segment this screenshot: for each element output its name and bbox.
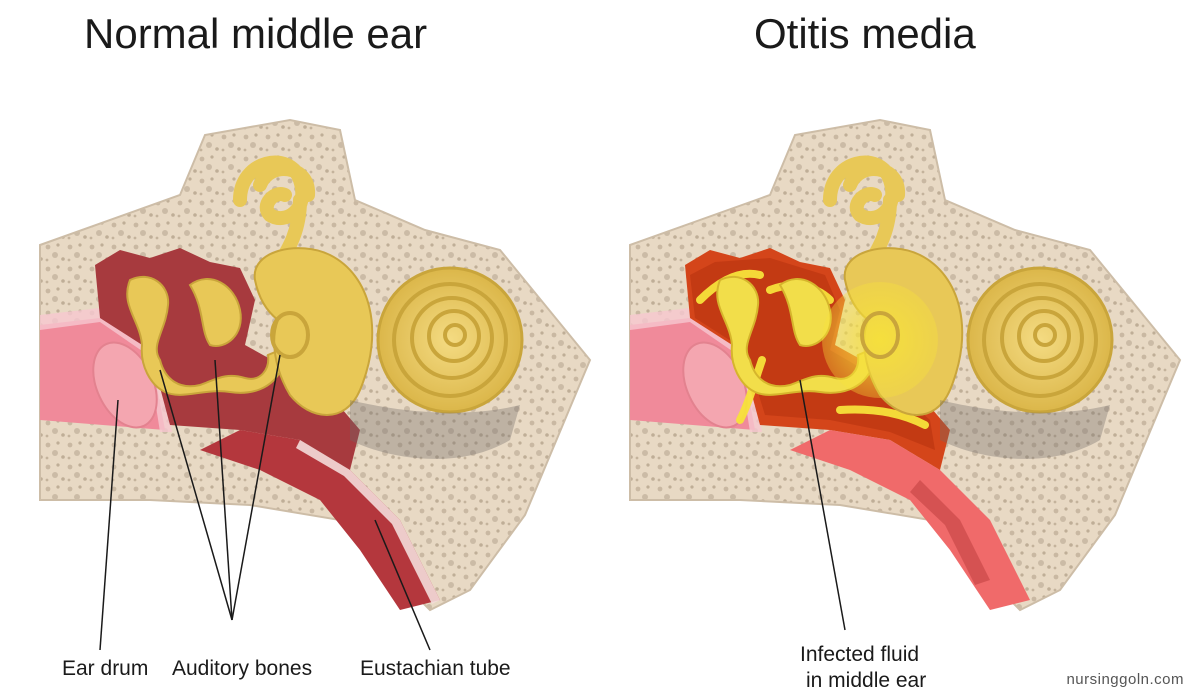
normal-label-pointers [99,354,431,651]
cochlea [376,266,524,414]
auditory-bones-label: Auditory bones [172,657,313,680]
cochlea [966,266,1114,414]
auditory-bones-shape [126,275,284,396]
ear-drum-label: Ear drum [62,657,149,680]
eustachian-tube-label: Eustachian tube [360,657,511,680]
watermark: nursinggoln.com [1066,671,1184,688]
infected-fluid-label-line1: Infected fluid [800,643,920,666]
normal-ear-illustration [39,118,592,612]
otitis-ear-illustration [629,118,1182,631]
infected-fluid-label-line2: in middle ear [806,669,927,692]
fluid-label-pointer [799,379,846,631]
otitis-media-title: Otitis media [754,10,976,57]
eustachian-tube [200,430,440,610]
normal-ear-title: Normal middle ear [84,10,428,57]
